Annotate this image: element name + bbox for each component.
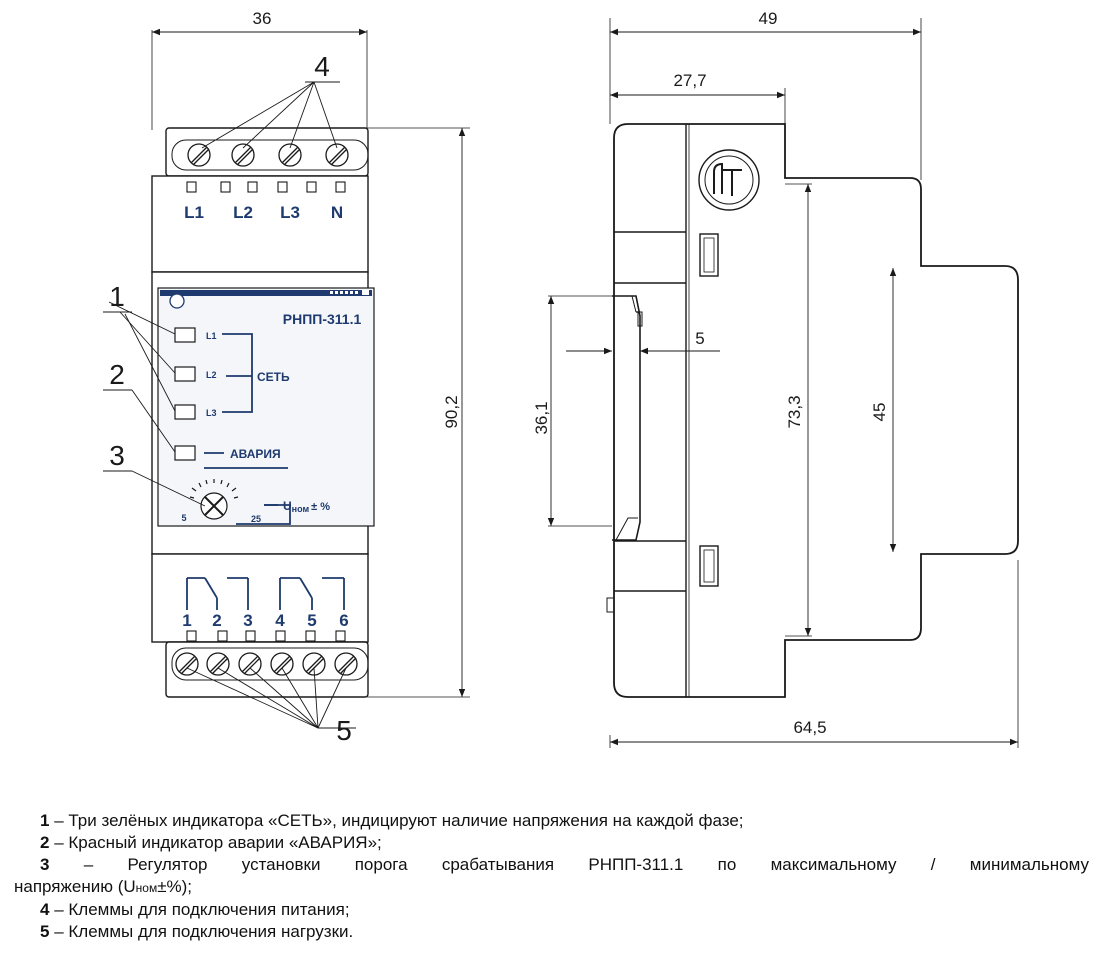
- dim-front-height: 90,2: [442, 395, 461, 428]
- dim-total-depth: 64,5: [793, 718, 826, 737]
- top-terminal-labels: L1 L2 L3 N: [184, 203, 343, 222]
- terminal-label-l3: L3: [280, 203, 300, 222]
- top-screws: [187, 143, 349, 167]
- legend-item-2: 2 – Красный индикатор аварии «АВАРИЯ»;: [40, 833, 382, 852]
- brand-logo-icon: [169, 293, 185, 309]
- panel-group-label: СЕТЬ: [257, 370, 290, 384]
- callout-5: 5: [336, 715, 352, 746]
- callout-4: 4: [314, 51, 330, 82]
- dim-panel-height: 45: [870, 403, 889, 422]
- callout-1: 1: [109, 281, 125, 312]
- threshold-knob: [189, 479, 239, 520]
- terminal-label-1: 1: [182, 611, 191, 630]
- legend-item-3: 3 – Регулятор установки порога срабатыва…: [40, 855, 1089, 874]
- terminal-label-3: 3: [243, 611, 252, 630]
- terminal-label-n: N: [331, 203, 343, 222]
- brand-logo-side-icon: [698, 149, 760, 211]
- knob-max-label: 25: [251, 514, 261, 524]
- panel-u-label: Uном± %: [283, 499, 330, 514]
- led-indicators: [174, 327, 196, 461]
- legend: 1 – Три зелёных индикатора «СЕТЬ», индиц…: [14, 810, 1089, 943]
- dim-body-height: 73,3: [785, 395, 804, 428]
- terminal-label-l2: L2: [233, 203, 253, 222]
- panel-alarm-label: АВАРИЯ: [230, 447, 281, 461]
- legend-item-5: 5 – Клеммы для подключения нагрузки.: [40, 922, 354, 941]
- terminal-label-2: 2: [212, 611, 221, 630]
- panel-led-l2: L2: [206, 370, 217, 380]
- callout-2: 2: [109, 359, 125, 390]
- relay-contacts: [186, 577, 345, 610]
- front-view: [103, 28, 470, 729]
- panel-led-l1: L1: [206, 331, 217, 341]
- terminal-label-l1: L1: [184, 203, 204, 222]
- knob-min-label: 5: [181, 513, 186, 523]
- legend-item-4: 4 – Клеммы для подключения питания;: [40, 900, 350, 919]
- legend-item-3-cont: напряжению (Uном±%);: [14, 877, 193, 896]
- callout-3: 3: [109, 440, 125, 471]
- dim-side-width: 49: [759, 9, 778, 28]
- terminal-label-5: 5: [307, 611, 316, 630]
- panel-model: РНПП-311.1: [283, 311, 362, 327]
- dim-side-offset: 27,7: [673, 71, 706, 90]
- device-drawing: 36 90,2 4 1 2 3 5 L1 L2 L3 N 1 2 3 4 5 6…: [103, 9, 1019, 748]
- bottom-screws: [175, 652, 358, 676]
- legend-item-1: 1 – Три зелёных индикатора «СЕТЬ», индиц…: [40, 811, 744, 830]
- dim-front-width: 36: [253, 9, 272, 28]
- dim-rail-depth: 5: [695, 329, 704, 348]
- terminal-label-4: 4: [275, 611, 285, 630]
- panel-led-l3: L3: [206, 408, 217, 418]
- dim-rail-height: 36,1: [532, 401, 551, 434]
- side-view: [547, 18, 1019, 748]
- terminal-label-6: 6: [339, 611, 348, 630]
- bottom-terminal-labels: 1 2 3 4 5 6: [182, 611, 348, 630]
